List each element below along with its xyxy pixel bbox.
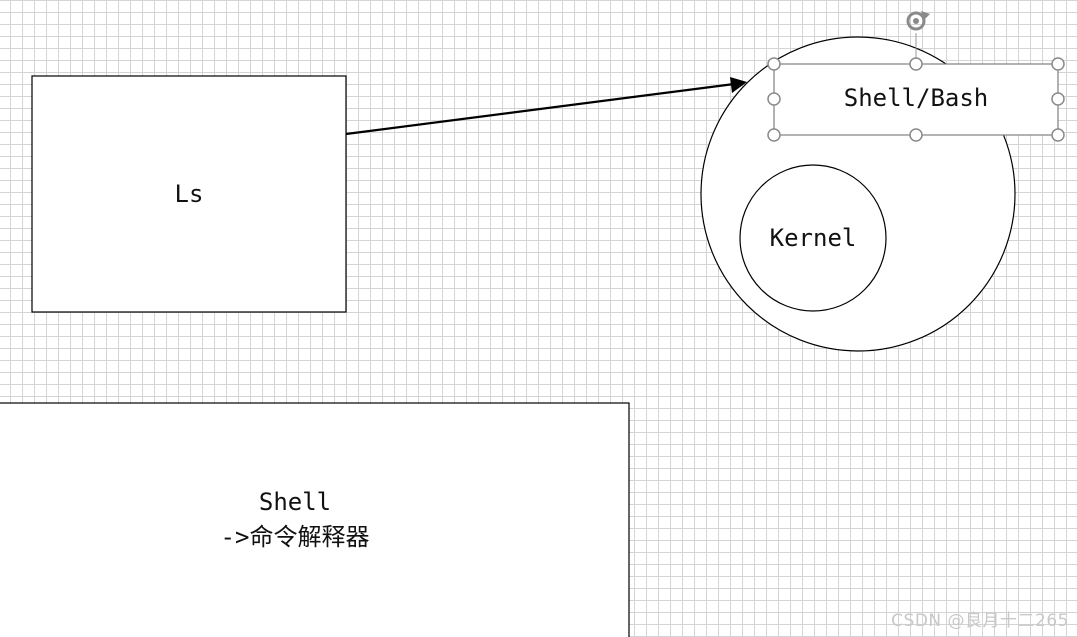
- resize-handle-top-left[interactable]: [767, 57, 781, 71]
- resize-handle-top-right[interactable]: [1051, 57, 1065, 71]
- resize-handle-bottom[interactable]: [909, 128, 923, 142]
- resize-handle-bottom-right[interactable]: [1051, 128, 1065, 142]
- shell-bash-box-label: Shell/Bash: [844, 84, 989, 112]
- kernel-circle-label: Kernel: [770, 224, 857, 252]
- shell-box[interactable]: Shell ->命令解释器: [0, 402, 630, 637]
- arrowhead-icon: [730, 77, 747, 93]
- ls-box[interactable]: Ls: [31, 75, 347, 313]
- shell-bash-box[interactable]: Shell/Bash: [773, 63, 1059, 136]
- resize-handle-top[interactable]: [909, 57, 923, 71]
- ls-box-label: Ls: [175, 180, 204, 208]
- kernel-circle[interactable]: Kernel: [739, 164, 887, 312]
- rotate-handle-icon[interactable]: [906, 11, 930, 31]
- shell-box-line2: ->命令解释器: [221, 523, 370, 551]
- shell-box-line1: Shell: [259, 488, 331, 516]
- resize-handle-bottom-left[interactable]: [767, 128, 781, 142]
- resize-handle-left[interactable]: [767, 92, 781, 106]
- connector-arrow[interactable]: [345, 77, 747, 136]
- resize-handle-right[interactable]: [1051, 92, 1065, 106]
- watermark: CSDN @良月十二265: [891, 611, 1069, 631]
